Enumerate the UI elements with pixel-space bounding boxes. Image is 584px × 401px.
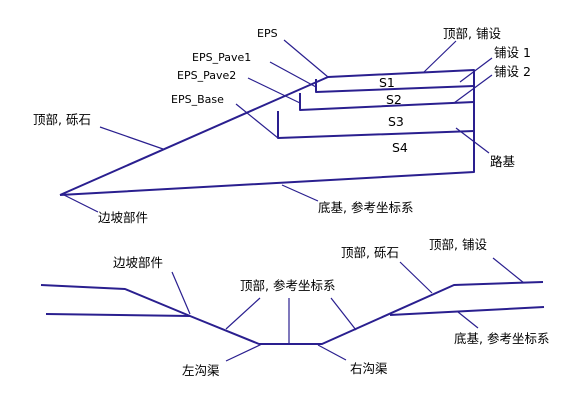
label-s3: S3 [388, 114, 404, 129]
top-leader-lines [63, 39, 493, 213]
leader-right-ditch [317, 344, 347, 361]
leader-bottom-top-gravel [399, 261, 433, 294]
layer-s3-outline [277, 111, 475, 139]
label-bottom-slope-part: 边坡部件 [113, 255, 163, 270]
label-eps-pave2: EPS_Pave2 [177, 69, 236, 82]
leader-left-ditch [225, 343, 263, 362]
leader-bottom-top-paving [492, 257, 525, 284]
bottom-labels: 边坡部件 顶部, 参考坐标系 顶部, 砾石 顶部, 铺设 左沟渠 右沟渠 底基,… [113, 237, 549, 378]
ground-line [40, 281, 544, 345]
leader-eps-pave1 [269, 61, 317, 88]
top-labels: EPS EPS_Pave1 EPS_Pave2 EPS_Base S1 S2 S… [33, 26, 531, 225]
label-s2: S2 [386, 92, 402, 107]
label-eps: EPS [257, 27, 278, 40]
label-paving1: 铺设 1 [494, 45, 531, 60]
leader-slope-part [63, 194, 99, 213]
base-line-left [45, 313, 191, 317]
label-subgrade: 路基 [490, 154, 516, 169]
label-top-gravel: 顶部, 砾石 [33, 112, 91, 127]
label-bottom-base-ref: 底基, 参考坐标系 [454, 331, 549, 346]
leader-bottom-slope-part [171, 271, 191, 315]
label-base-ref: 底基, 参考坐标系 [318, 200, 413, 215]
leader-bottom-base-ref [457, 311, 479, 329]
label-top-paving: 顶部, 铺设 [443, 26, 501, 41]
leader-subgrade [455, 127, 490, 154]
label-eps-pave1: EPS_Pave1 [192, 51, 251, 64]
label-top-ref: 顶部, 参考坐标系 [240, 278, 335, 293]
leader-top-ref-right [330, 297, 357, 331]
leader-eps-pave2 [247, 77, 301, 104]
leader-eps [283, 39, 329, 78]
embankment-section [59, 69, 475, 196]
leader-paving1 [459, 57, 493, 83]
label-eps-base: EPS_Base [171, 93, 224, 106]
label-right-ditch: 右沟渠 [350, 361, 388, 376]
leader-paving2 [453, 74, 493, 104]
label-bottom-top-paving: 顶部, 铺设 [429, 237, 487, 252]
label-paving2: 铺设 2 [494, 64, 531, 79]
label-left-ditch: 左沟渠 [182, 363, 220, 378]
leader-top-ref-left [225, 297, 261, 330]
leader-base-ref [281, 184, 319, 202]
embankment-outline [59, 69, 475, 196]
leader-top-gravel [99, 126, 164, 150]
label-bottom-top-gravel: 顶部, 砾石 [341, 245, 399, 260]
layer-s1-outline [315, 79, 475, 93]
bottom-leader-lines [171, 257, 525, 362]
leader-eps-base [235, 103, 279, 139]
leader-top-paving [423, 40, 457, 73]
layer-s2-outline [299, 93, 475, 111]
label-slope-part: 边坡部件 [98, 210, 148, 225]
label-s1: S1 [379, 75, 395, 90]
base-line-right [389, 306, 545, 316]
label-s4: S4 [392, 140, 408, 155]
cut-section [40, 281, 545, 345]
